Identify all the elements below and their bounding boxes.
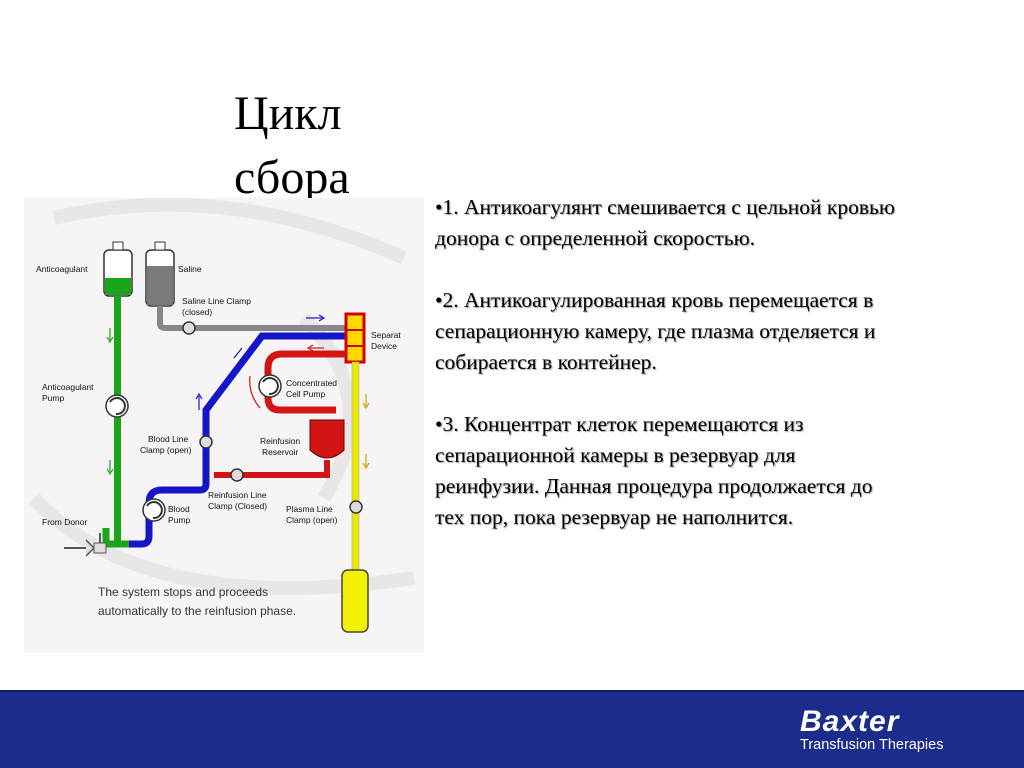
label-anticoagulant: Anticoagulant — [36, 264, 88, 274]
anticoagulant-bag — [103, 241, 133, 297]
label-anticoag-pump-2: Pump — [42, 393, 64, 403]
bullet-item: •1. Антикоагулянт смешивается с цельной … — [435, 195, 895, 250]
cell-collection-diagram: Anticoagulant Saline Saline Line Clamp (… — [24, 198, 424, 653]
blood-pump-icon — [142, 498, 166, 522]
separator-device — [344, 312, 366, 364]
plasma-line-clamp-icon — [349, 500, 363, 514]
label-conc-pump-1: Concentrated — [286, 378, 337, 388]
flow-arrows-red — [249, 344, 324, 409]
caption-line-2: automatically to the reinfusion phase. — [98, 604, 296, 618]
blood-line-clamp-icon — [199, 435, 213, 449]
caption-line-1: The system stops and proceeds — [98, 585, 268, 599]
flow-arrows-blue — [195, 314, 326, 410]
slide-title: Цикл сбора — [234, 87, 350, 204]
label-from-donor: From Donor — [42, 517, 88, 527]
reinfusion-line-clamp-icon — [230, 468, 244, 482]
label-saline-clamp-1: Saline Line Clamp — [182, 296, 251, 306]
reinfusion-reservoir — [309, 419, 345, 459]
anticoagulant-line — [114, 296, 121, 544]
saline-bag — [145, 241, 175, 307]
label-saline-clamp-2: (closed) — [182, 307, 212, 317]
flow-arrows-green — [106, 328, 114, 476]
label-reinf-clamp-2: Clamp (Closed) — [208, 501, 267, 511]
brand-subtitle: Transfusion Therapies — [800, 737, 944, 753]
label-plasma-clamp-2: Clamp (open) — [286, 515, 338, 525]
label-blood-clamp-2: Clamp (open) — [140, 445, 192, 455]
footer-bar — [0, 690, 1024, 768]
reinfusion-line — [214, 460, 330, 478]
label-blood-clamp-1: Blood Line — [148, 434, 188, 444]
bullet-item: •2. Антикоагулированная кровь перемещает… — [435, 288, 876, 374]
plasma-bag — [341, 569, 369, 633]
footer-divider — [0, 690, 1024, 692]
label-plasma-clamp-1: Plasma Line — [286, 504, 333, 514]
bullet-list: •1. Антикоагулянт смешивается с цельной … — [435, 192, 895, 564]
concentrated-cell-pump-icon — [258, 374, 282, 398]
label-reinf-clamp-1: Reinfusion Line — [208, 490, 267, 500]
plasma-line — [351, 361, 360, 573]
label-separator-2: Device — [371, 341, 397, 351]
label-separator-1: Separat — [371, 330, 401, 340]
label-saline: Saline — [178, 264, 202, 274]
label-conc-pump-2: Cell Pump — [286, 389, 325, 399]
flow-arrows-yellow — [362, 394, 370, 470]
saline-line-clamp-icon — [182, 321, 196, 335]
brand-logo: Baxter — [800, 705, 900, 738]
label-anticoag-pump-1: Anticoagulant — [42, 382, 94, 392]
blood-line — [129, 332, 354, 548]
bullet-item: •3. Концентрат клеток перемещаются из се… — [435, 412, 873, 529]
donor-needle-icon — [64, 533, 107, 557]
label-reinf-reservoir-1: Reinfusion — [260, 436, 300, 446]
label-blood-pump-1: Blood — [168, 504, 190, 514]
label-blood-pump-2: Pump — [168, 515, 190, 525]
saline-line — [157, 306, 354, 331]
anticoagulant-pump-icon — [105, 394, 129, 418]
label-reinf-reservoir-2: Reservoir — [262, 447, 299, 457]
